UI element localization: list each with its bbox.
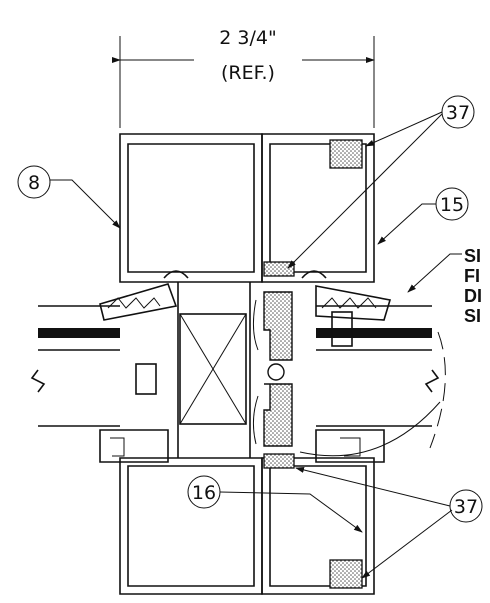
gasket-lower-center [263,453,295,469]
right-seal-arc [429,331,446,449]
seal-note-line-1: SI [464,246,481,266]
dimension-value: 2 3/4" [219,27,276,49]
right-panel-break-mark [424,369,440,393]
callout-16-leader [219,491,363,533]
callout-37-lower-leader-1 [295,467,451,507]
upper-right-chamber [261,133,375,283]
left-panel-notch [135,363,157,395]
callout-37-upper-leader-1 [365,111,443,147]
thermal-curve-lower [252,395,259,445]
dimension-group: 2 3/4" (REF.) [112,27,375,128]
gasket-upper-center [263,261,295,277]
left-glazing-wedge [99,283,178,321]
gasket-bottom-right [329,559,363,589]
thermal-curve-upper [252,299,259,351]
callout-8: 8 [17,165,121,229]
callout-37-lower-label: 37 [454,496,478,518]
callout-15-label: 15 [440,194,464,216]
callout-8-label: 8 [28,172,40,194]
callout-37-lower-leader-2 [361,509,453,579]
snap-left-upper [163,270,189,279]
callout-16: 16 [187,475,363,533]
callout-8-leader [50,179,121,229]
left-panel-band [38,328,120,338]
lower-left-chamber [119,457,263,595]
callout-16-label: 16 [192,482,216,504]
dimension-qualifier: (REF.) [221,62,275,84]
lower-right-chamber [261,457,375,595]
left-lower-clip [110,437,125,457]
seal-note-leader [407,253,462,293]
right-panel-notch [331,311,353,347]
callout-15-leader [377,203,436,245]
thermal-break-upper [263,291,293,361]
gaskets [163,139,363,589]
right-infill-panel [299,285,446,463]
right-lower-clip [340,437,361,457]
reinforcement-diagonal-2 [179,313,247,425]
seal-note-line-2: FI [464,266,480,286]
right-panel-band [316,328,432,338]
callout-37-upper: 37 [287,95,475,269]
thermal-break [252,291,293,447]
reinforcement-box [179,313,247,425]
callout-37-upper-label: 37 [446,102,470,124]
thermal-break-lower [263,383,293,447]
right-gasket-teeth [321,297,377,309]
seal-note-line-3: DI [464,286,482,306]
gasket-top-right [329,139,363,169]
lower-left-chamber-inner [127,465,255,587]
left-lower-glazing [99,429,169,463]
lower-right-chamber-inner [269,465,367,587]
reinforcement-rect [179,313,247,425]
callout-37-lower: 37 [295,467,483,579]
right-lower-arc [299,401,441,457]
right-lower-glazing [315,429,385,463]
right-glazing-wedge [315,285,392,321]
left-gasket-teeth [107,297,161,309]
callout-8-bubble [17,165,51,199]
upper-left-chamber [119,133,263,283]
seal-note-line-4: SI [464,306,481,326]
seal-note: SI FI DI SI [407,246,482,326]
thermal-break-bead [267,363,285,381]
callout-15: 15 [377,187,469,245]
snap-right-upper [301,270,327,279]
mullion-frame [119,133,375,595]
left-infill-panel [30,283,178,463]
callout-37-upper-leader-2 [287,113,443,269]
upper-left-chamber-inner [127,143,255,273]
left-panel-break-mark [30,369,46,393]
